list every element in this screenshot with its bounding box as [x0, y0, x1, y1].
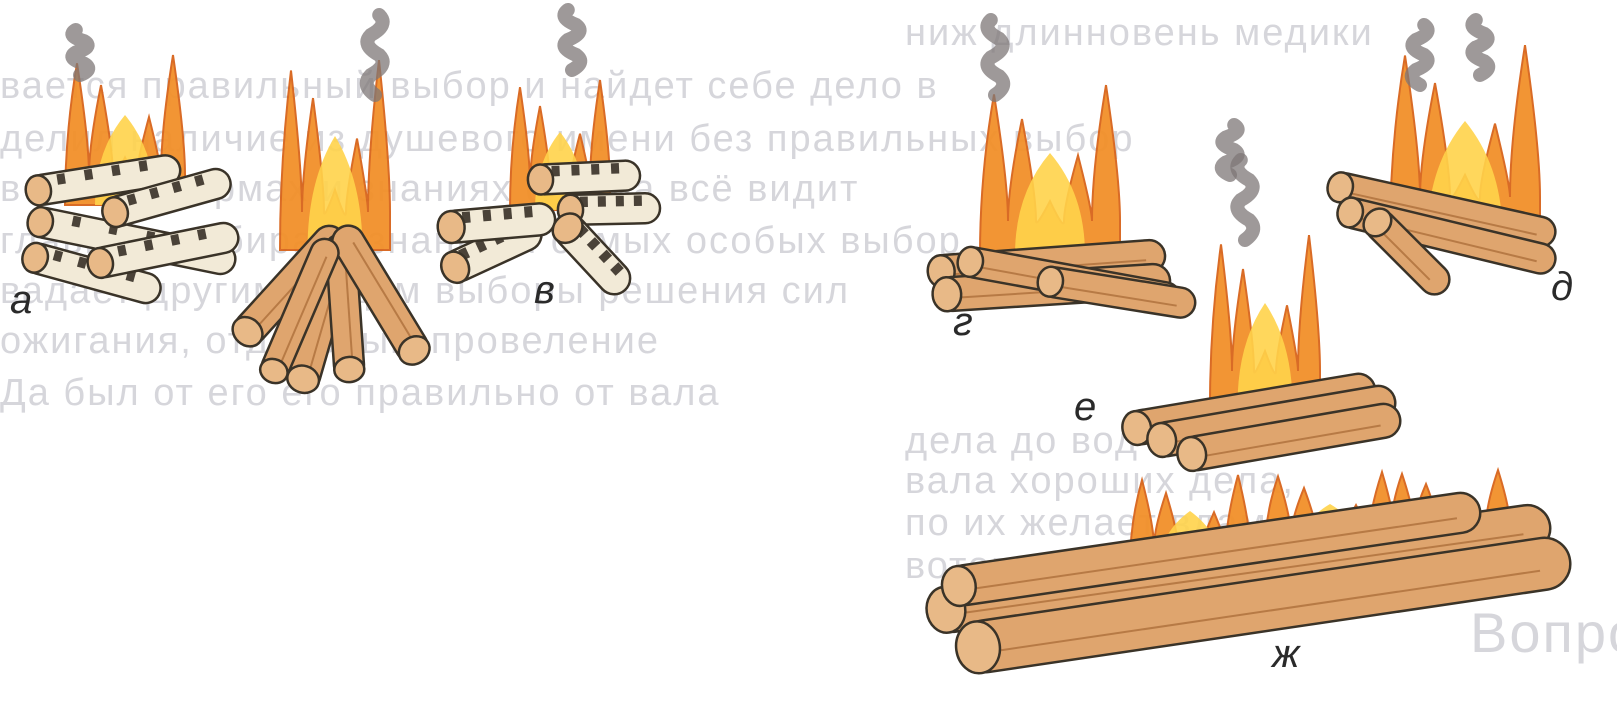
- smoke: [564, 10, 580, 70]
- log: [527, 160, 640, 195]
- smoke: [987, 20, 1003, 95]
- smoke: [1472, 20, 1488, 75]
- smoke: [1237, 160, 1253, 240]
- smoke: [1412, 25, 1428, 85]
- label-g: г: [953, 300, 973, 345]
- label-e: е: [1074, 385, 1096, 430]
- smoke: [72, 30, 88, 75]
- label-zh: ж: [1272, 632, 1300, 677]
- label-a: а: [10, 278, 32, 323]
- label-d: д: [1551, 265, 1573, 310]
- label-v: в: [534, 268, 555, 313]
